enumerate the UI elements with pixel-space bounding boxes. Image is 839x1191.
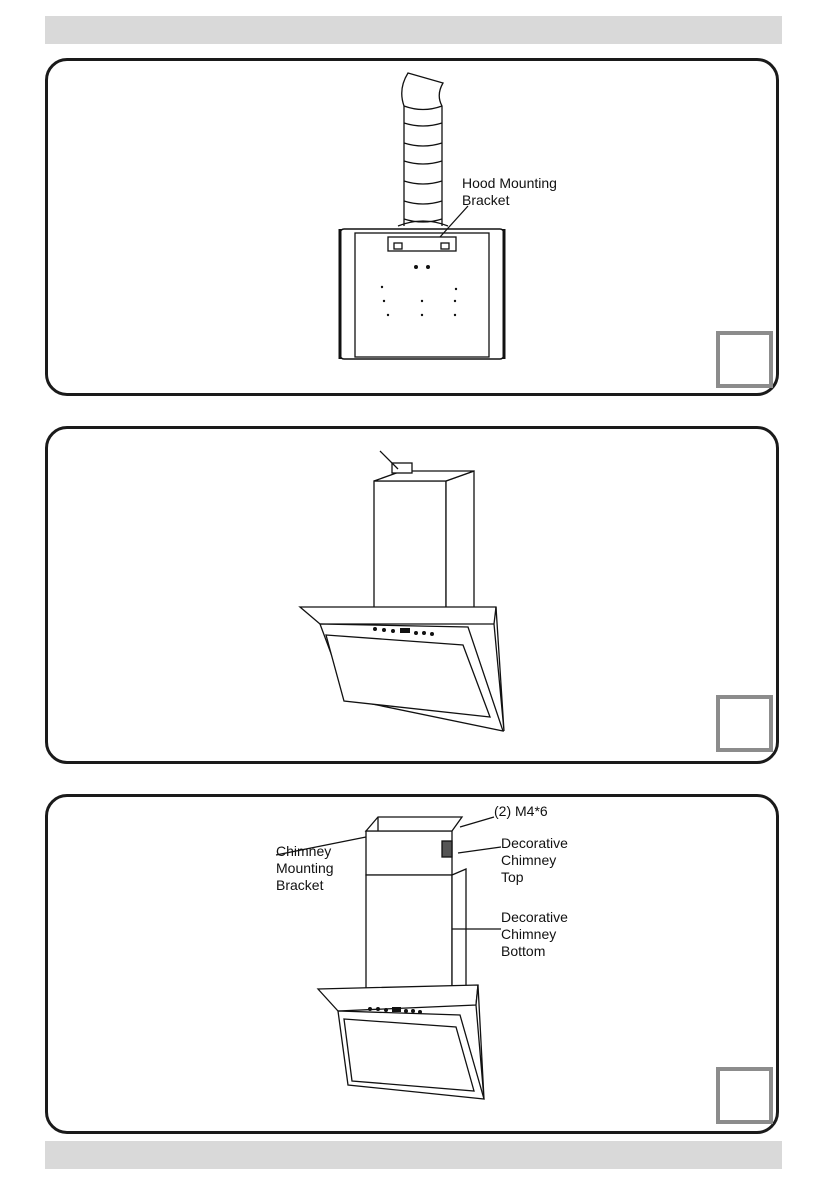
step-2-number-box <box>716 695 773 752</box>
step-1-illustration <box>338 72 506 360</box>
footer-bar <box>45 1141 782 1169</box>
chimney-mounting-bracket-label: Chimney Mounting Bracket <box>276 843 334 893</box>
step-2-panel <box>45 426 779 764</box>
step-3-illustration <box>275 816 502 1100</box>
decorative-chimney-top-label: Decorative Chimney Top <box>501 835 568 885</box>
step-1-panel: Hood Mounting Bracket <box>45 58 779 396</box>
decorative-chimney-bottom-label: Decorative Chimney Bottom <box>501 909 568 959</box>
hood-mounting-bracket-label: Hood Mounting Bracket <box>462 175 557 208</box>
step-3-panel: (2) M4*6 Chimney Mounting Bracket Decora… <box>45 794 779 1134</box>
step-1-number-box <box>716 331 773 388</box>
step-3-number-box <box>716 1067 773 1124</box>
screws-label: (2) M4*6 <box>494 803 548 819</box>
header-bar <box>45 16 782 44</box>
step-2-illustration <box>298 450 505 732</box>
